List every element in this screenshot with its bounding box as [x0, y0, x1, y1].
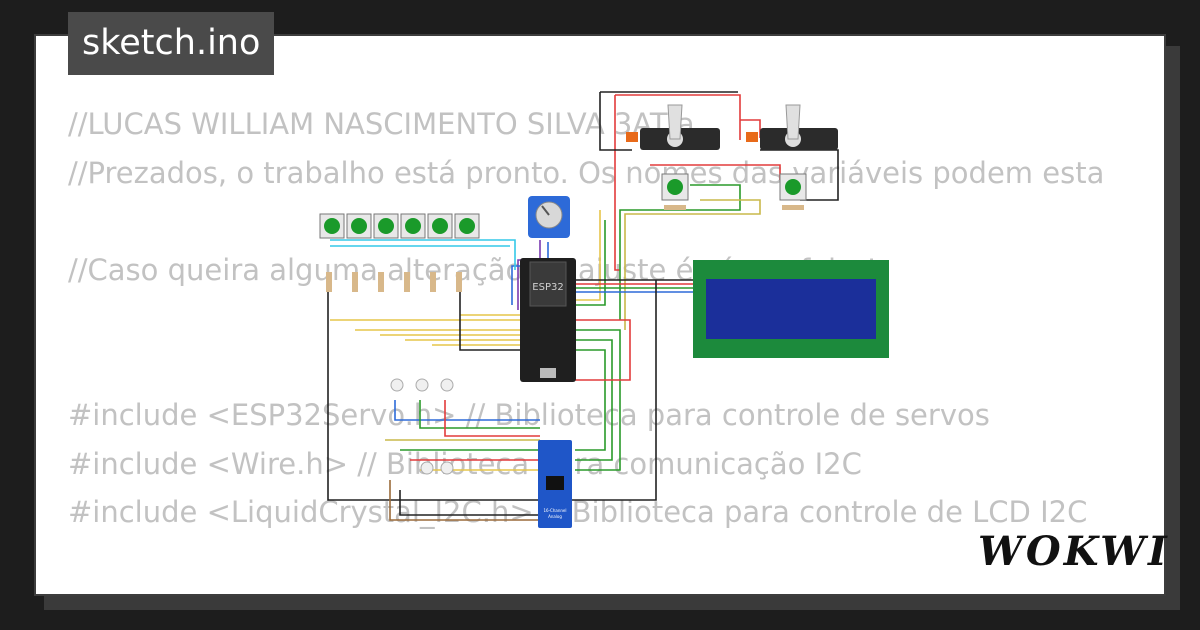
servo-motor	[746, 104, 838, 150]
code-line: #include <ESP32Servo.h> // Biblioteca pa…	[68, 398, 990, 432]
code-line: //LUCAS WILLIAM NASCIMENTO SILVA 3AT a	[68, 107, 695, 141]
file-title: sketch.ino	[68, 12, 275, 75]
code-line: //Prezados, o trabalho está pronto. Os n…	[68, 155, 1105, 190]
esp32-label: ESP32	[532, 282, 563, 293]
adc-sublabel: Analog	[548, 514, 562, 519]
adc-label: 16-Channel	[544, 508, 567, 513]
potentiometer	[528, 196, 570, 238]
push-button-row	[319, 213, 480, 239]
wokwi-logo-text: WOKWI	[978, 528, 1170, 575]
push-button	[779, 173, 807, 210]
code-line: // Definição dos pinos de conexão	[68, 585, 1134, 594]
lcd-display	[693, 260, 889, 358]
analog-multiplexer-module: 16-Channel Analog	[538, 440, 572, 528]
esp32-board: ESP32	[520, 258, 576, 382]
resistor-row	[326, 272, 462, 292]
push-button	[661, 173, 689, 210]
wokwi-logo: WOKWI	[978, 528, 1170, 575]
servo-motor	[626, 104, 720, 150]
code-lines: //LUCAS WILLIAM NASCIMENTO SILVA 3AT a /…	[68, 100, 1134, 594]
code-line: #include <Wire.h> // Biblioteca para com…	[68, 446, 862, 481]
led-group	[390, 378, 454, 475]
wires	[327, 91, 839, 521]
